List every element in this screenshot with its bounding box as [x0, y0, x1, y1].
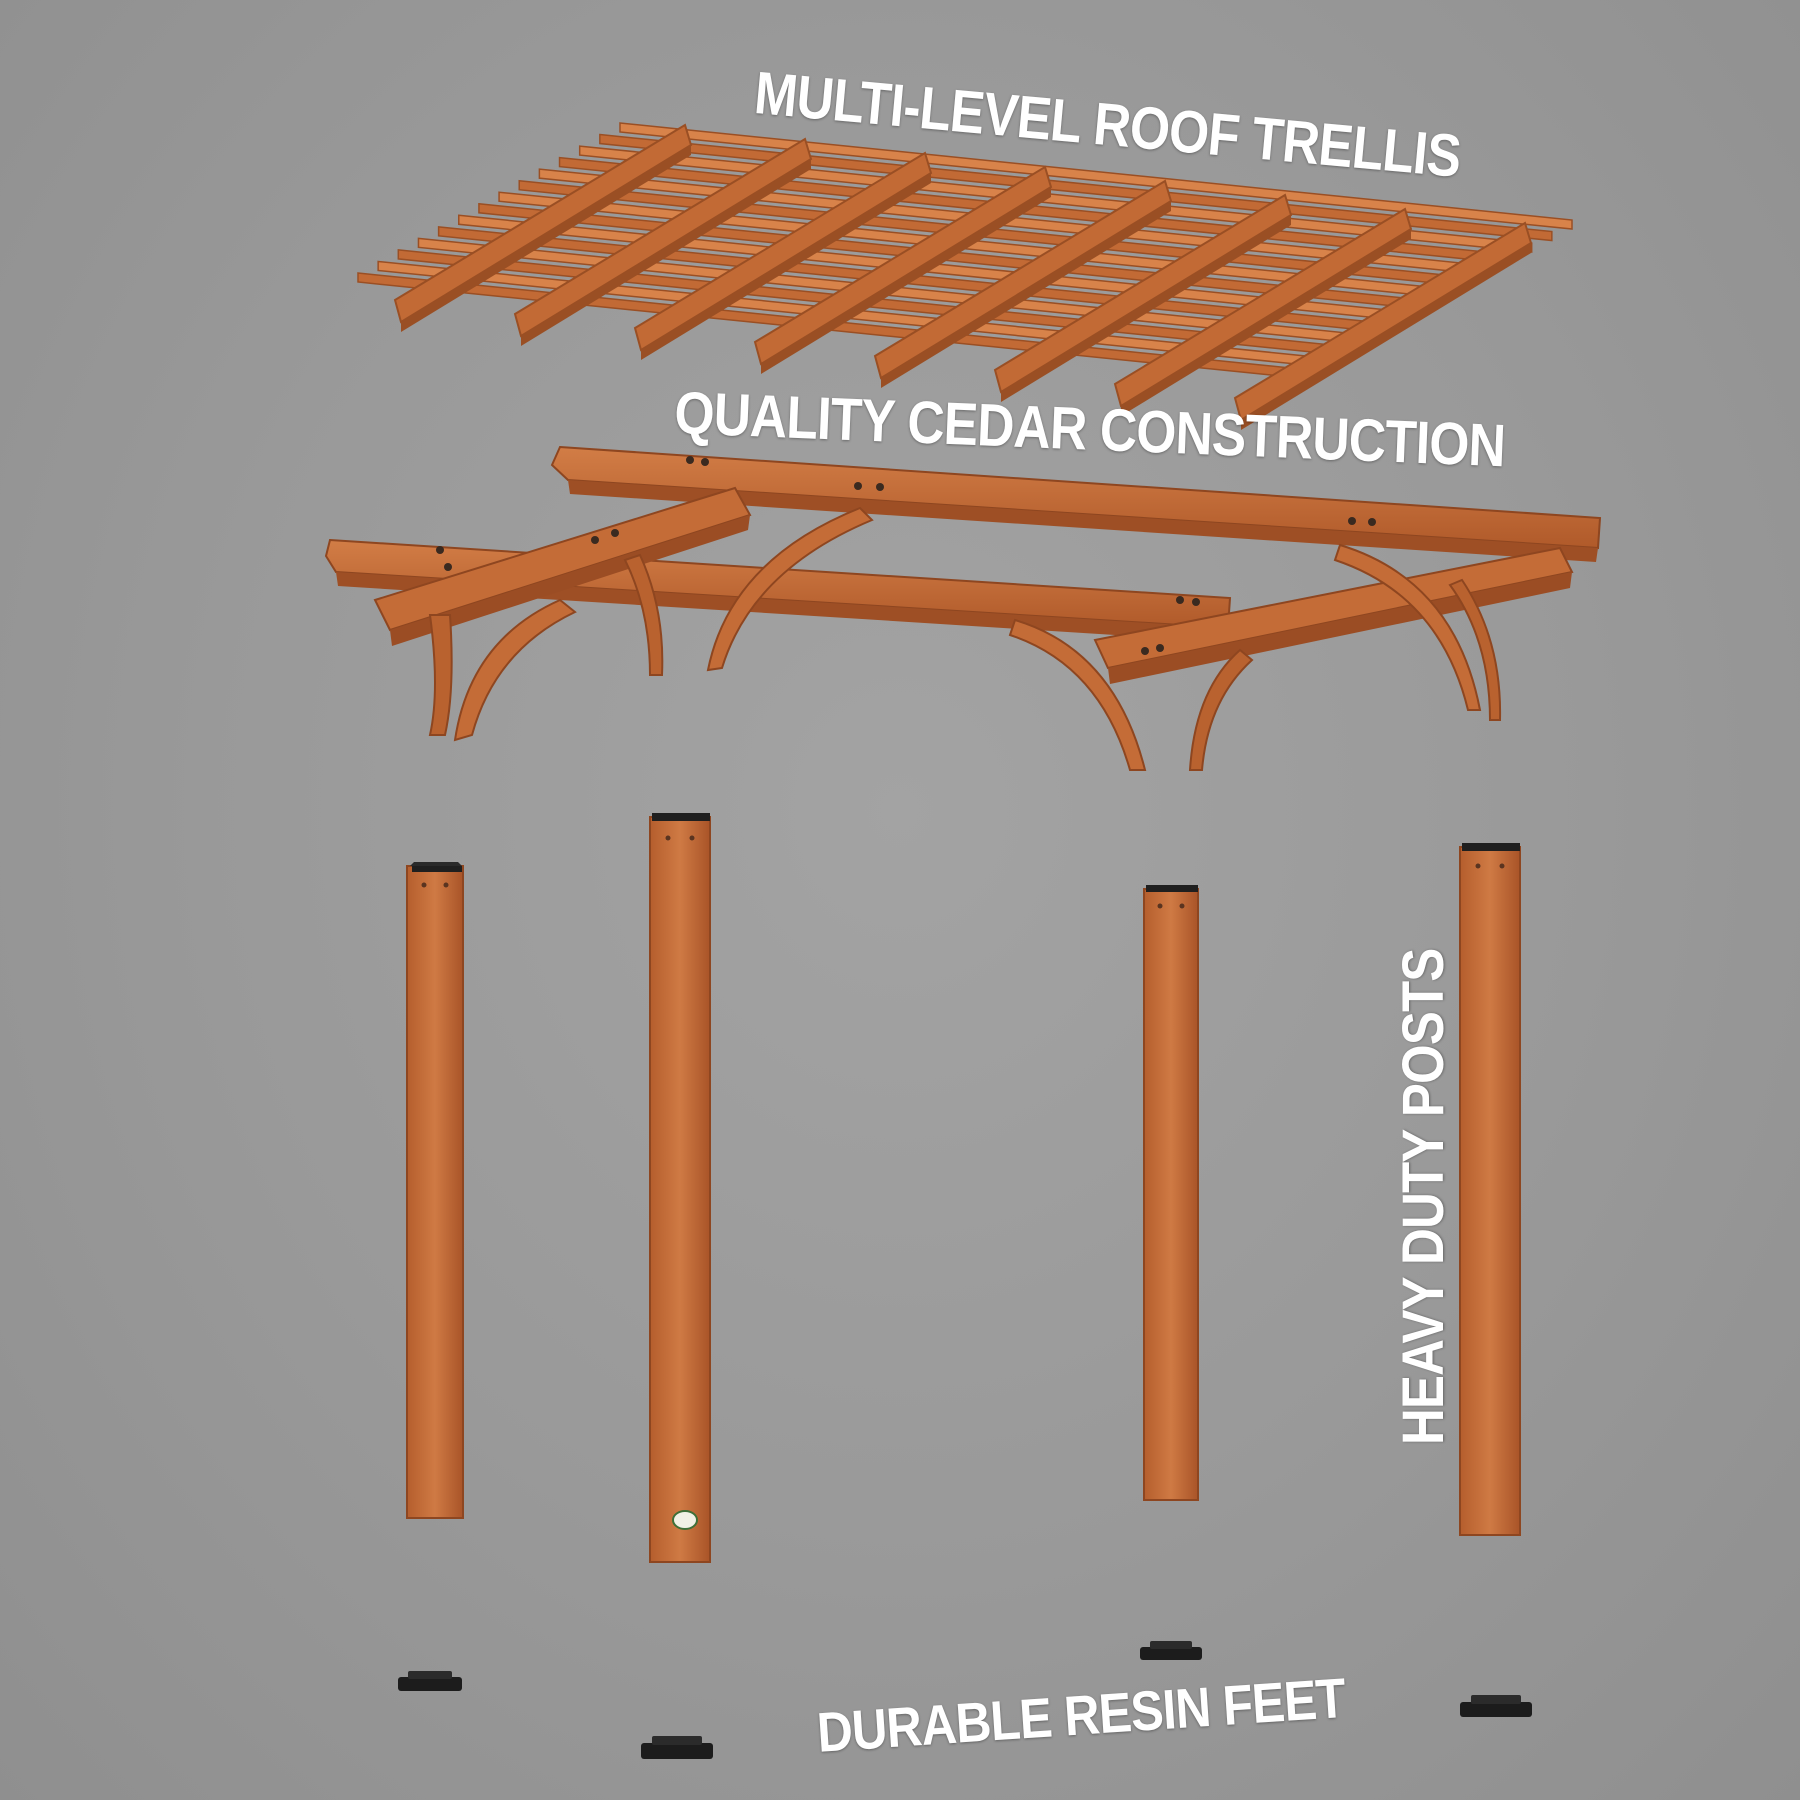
brace	[1008, 618, 1147, 771]
roof-slat	[578, 145, 1533, 253]
resin-feet-group	[398, 1641, 1532, 1759]
post-back-right	[1459, 843, 1521, 1536]
roof-slat	[619, 122, 1573, 230]
callout-heavy-duty-posts: HEAVY DUTY POSTS	[1391, 948, 1456, 1445]
beam-frame	[324, 445, 1602, 771]
brace	[1448, 578, 1502, 721]
brace	[1188, 648, 1254, 771]
brace	[706, 506, 874, 672]
resin-foot	[1140, 1641, 1202, 1660]
logo-badge	[672, 1510, 698, 1530]
post-front-left	[406, 862, 464, 1519]
resin-foot	[1460, 1695, 1532, 1717]
post-back-center	[1143, 885, 1199, 1501]
roof-trellis	[357, 122, 1573, 430]
posts-group	[406, 813, 1521, 1563]
resin-foot	[398, 1671, 462, 1691]
roof-slat	[599, 133, 1553, 242]
post-front-center	[649, 813, 711, 1563]
brace	[623, 553, 664, 676]
brace	[1333, 543, 1482, 711]
resin-foot	[641, 1736, 713, 1759]
brace	[428, 614, 453, 736]
brace	[453, 598, 577, 742]
